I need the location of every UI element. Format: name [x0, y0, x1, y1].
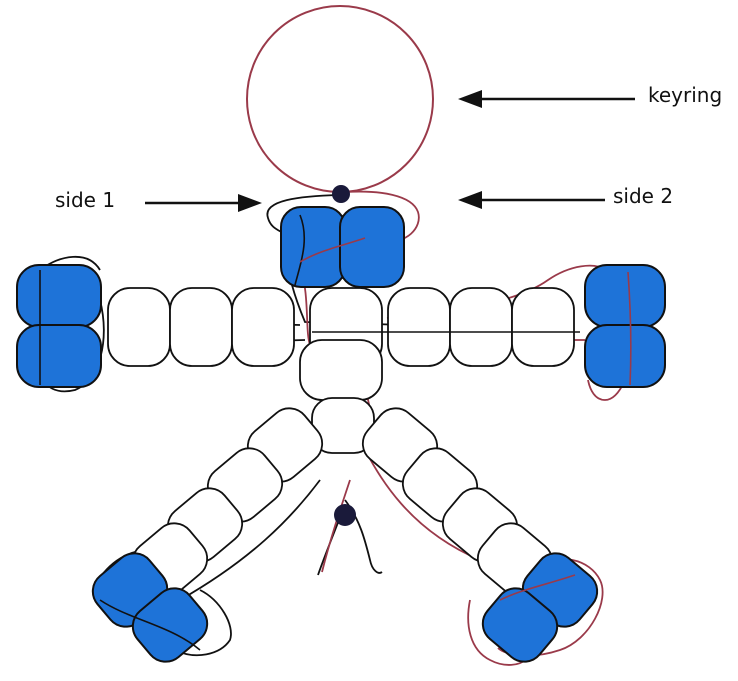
keyring-arrow: [458, 90, 635, 108]
side1-label: side 1: [55, 188, 116, 212]
right-foot-beads: [481, 552, 599, 663]
keyring-ring: [246, 5, 434, 193]
black-cord-overlay: [39, 214, 580, 651]
left-foot-beads: [91, 552, 209, 663]
top-knot: [332, 185, 350, 203]
right-hand-beads: [584, 264, 666, 388]
red-cord-overlay: [299, 237, 632, 601]
left-hand-beads: [16, 264, 102, 388]
keyring-label: keyring: [648, 83, 723, 107]
side2-arrow: [458, 191, 605, 209]
right-leg-beads: [361, 407, 554, 598]
side2-label: side 2: [613, 184, 674, 208]
head-beads: [280, 206, 405, 288]
side1-arrow: [145, 194, 262, 212]
bottom-knot: [334, 504, 356, 526]
torso-beads: [299, 339, 383, 454]
